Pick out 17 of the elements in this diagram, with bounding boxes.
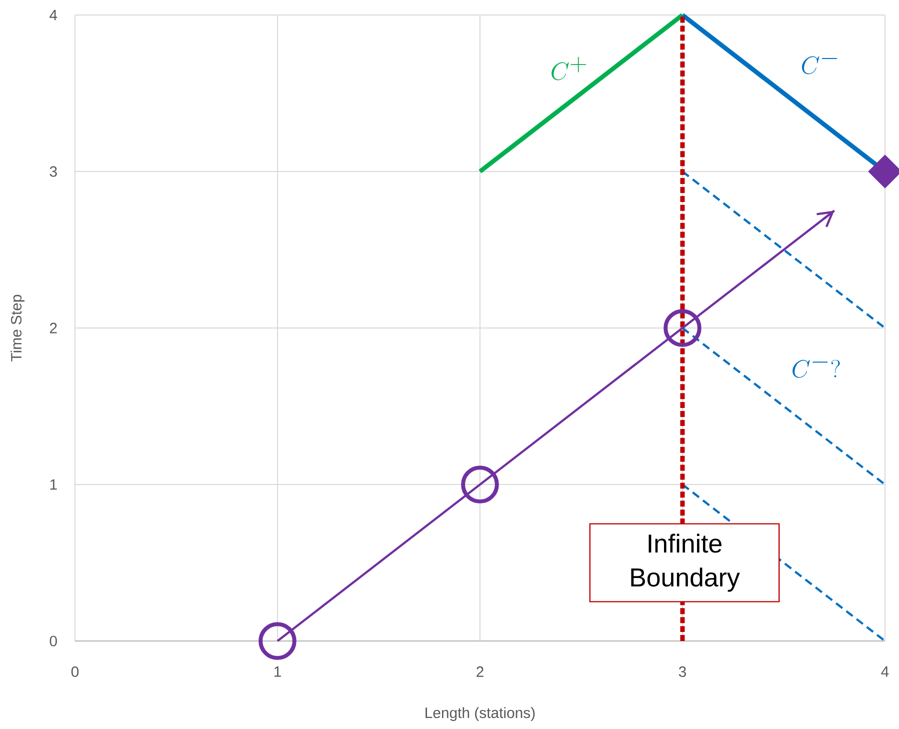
x-tick-label: 2 bbox=[476, 666, 484, 677]
x-tick-label: 4 bbox=[881, 666, 889, 677]
x-tick-label: 0 bbox=[71, 666, 79, 678]
y-axis-title: Time Step bbox=[10, 294, 24, 362]
annotation: Infinite Boundary bbox=[631, 534, 740, 592]
y-tick-label: 3 bbox=[50, 166, 57, 177]
curve-label: $C^-?$ bbox=[792, 360, 840, 378]
curve-label: $C^-$ bbox=[802, 56, 838, 74]
y-tick-label: 4 bbox=[50, 10, 58, 20]
y-tick-label: 0 bbox=[50, 636, 57, 646]
x-tick-label: 1 bbox=[274, 666, 281, 677]
text-box: Infinite Boundary bbox=[589, 523, 780, 602]
y-tick-label: 1 bbox=[50, 479, 57, 490]
curve-label: $C^+$ bbox=[552, 56, 586, 80]
y-tick-label: 2 bbox=[50, 322, 57, 334]
x-tick-label: 3 bbox=[678, 666, 686, 678]
x-axis-title: Length (stations) bbox=[426, 707, 535, 722]
